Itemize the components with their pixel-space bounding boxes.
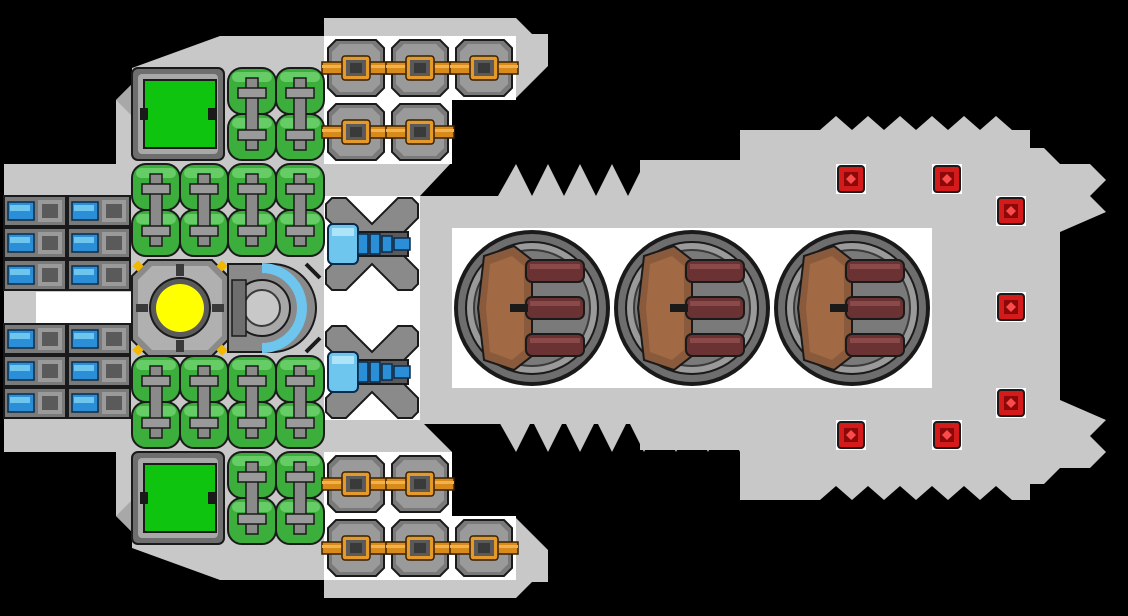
- battery-cell-icon[interactable]: [3, 259, 67, 291]
- autocannon-turret-icon[interactable]: [385, 519, 455, 577]
- battery-cell-icon[interactable]: [3, 323, 67, 355]
- hull-notch-top: [116, 84, 132, 116]
- armor-node-icon[interactable]: [995, 387, 1027, 419]
- heavy-triple-cannon-icon[interactable]: [773, 229, 931, 387]
- heavy-cannons: [453, 229, 931, 387]
- command-module-bottom[interactable]: [131, 451, 225, 545]
- armor-node-icon[interactable]: [835, 419, 867, 451]
- command-module-top[interactable]: [131, 67, 225, 161]
- armor-node-icon[interactable]: [995, 195, 1027, 227]
- armor-node-icon[interactable]: [995, 291, 1027, 323]
- heavy-triple-cannon-icon[interactable]: [613, 229, 771, 387]
- battery-cell-icon[interactable]: [3, 387, 67, 419]
- battery-cell-icon[interactable]: [67, 355, 131, 387]
- battery-cell-icon[interactable]: [3, 355, 67, 387]
- armor-node-icon[interactable]: [931, 163, 963, 195]
- autocannon-turret-icon[interactable]: [321, 103, 391, 161]
- reactor-core-icon[interactable]: [131, 259, 229, 357]
- autocannon-turret-icon[interactable]: [449, 39, 519, 97]
- autocannon-turret-icon[interactable]: [321, 519, 391, 577]
- battery-cell-icon[interactable]: [67, 323, 131, 355]
- autocannon-turret-icon[interactable]: [385, 455, 455, 513]
- autocannon-turret-icon[interactable]: [385, 39, 455, 97]
- spine-bottom: [480, 420, 740, 452]
- battery-cell-icon[interactable]: [67, 259, 131, 291]
- hull-notch-bottom: [116, 500, 132, 532]
- autocannon-turret-icon[interactable]: [385, 103, 455, 161]
- core-corridor: [36, 292, 136, 324]
- battery-cell-icon[interactable]: [67, 227, 131, 259]
- battery-cell-icon[interactable]: [3, 227, 67, 259]
- armor-node-icon[interactable]: [931, 419, 963, 451]
- battery-cell-icon[interactable]: [67, 195, 131, 227]
- armor-node-icon[interactable]: [835, 163, 867, 195]
- battery-cell-icon[interactable]: [3, 195, 67, 227]
- autocannon-turret-icon[interactable]: [321, 39, 391, 97]
- battery-cell-icon[interactable]: [67, 387, 131, 419]
- shield-generator-icon[interactable]: [227, 262, 322, 354]
- autocannon-turret-icon[interactable]: [449, 519, 519, 577]
- autocannon-turret-icon[interactable]: [321, 455, 391, 513]
- heavy-triple-cannon-icon[interactable]: [453, 229, 611, 387]
